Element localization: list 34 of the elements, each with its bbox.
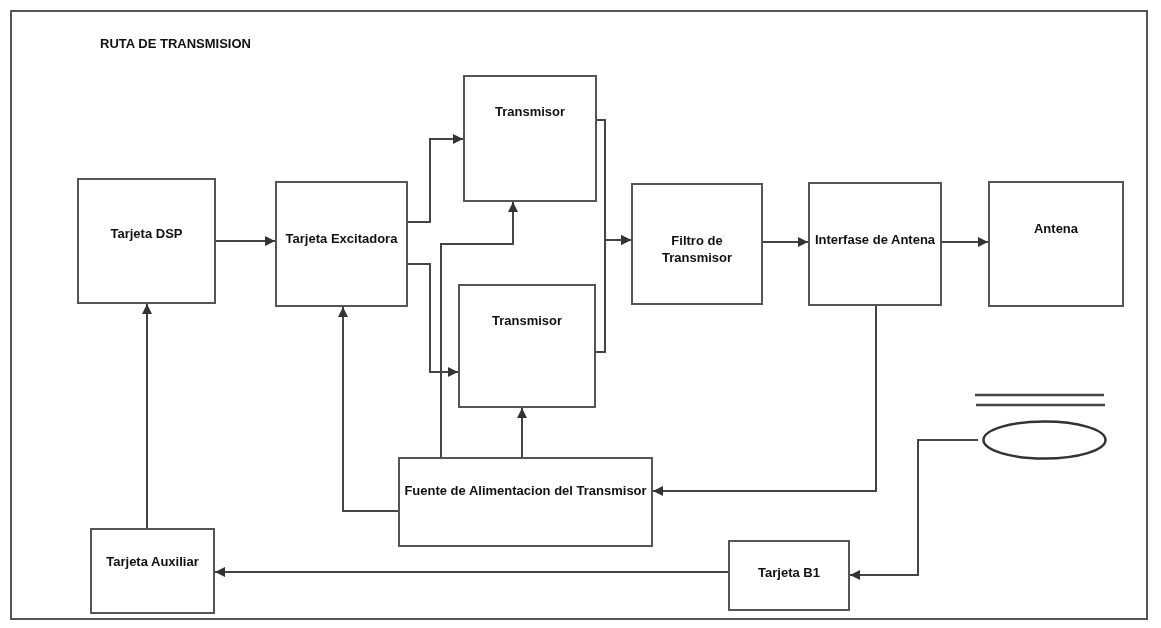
block-label: Interfase de Antena <box>814 232 936 249</box>
block-box <box>728 540 850 611</box>
arrow <box>595 235 632 353</box>
block-label: Filtro de Transmisor <box>660 233 734 267</box>
block-box <box>77 178 216 304</box>
block-label: Tarjeta B1 <box>757 565 821 582</box>
block-label: Fuente de Alimentacion del Transmisor <box>404 483 647 500</box>
arrow <box>941 237 989 247</box>
block-label: Tarjeta Auxiliar <box>105 554 200 571</box>
arrow <box>517 407 527 458</box>
block-label: Tarjeta DSP <box>109 226 184 243</box>
arrow <box>849 439 979 580</box>
block-label: Transmisor <box>493 104 567 121</box>
arrow <box>652 305 877 496</box>
block-box <box>458 284 596 408</box>
block-box <box>988 181 1124 307</box>
arrow <box>142 303 152 529</box>
arrow <box>338 306 399 512</box>
arrow <box>762 237 809 247</box>
block-label: Transmisor <box>490 313 564 330</box>
arrow <box>214 567 729 577</box>
block-box <box>631 183 763 305</box>
block-box <box>463 75 597 202</box>
arrow <box>407 263 459 377</box>
block-box <box>90 528 215 614</box>
block-box <box>398 457 653 547</box>
diagram-title: RUTA DE TRANSMISION <box>100 36 251 51</box>
block-label: Tarjeta Excitadora <box>284 231 399 248</box>
arrow <box>440 201 518 458</box>
block-label: Antena <box>1032 221 1080 238</box>
arrow <box>215 236 276 246</box>
arrow <box>407 134 464 223</box>
block-box <box>808 182 942 306</box>
block-box <box>275 181 408 307</box>
